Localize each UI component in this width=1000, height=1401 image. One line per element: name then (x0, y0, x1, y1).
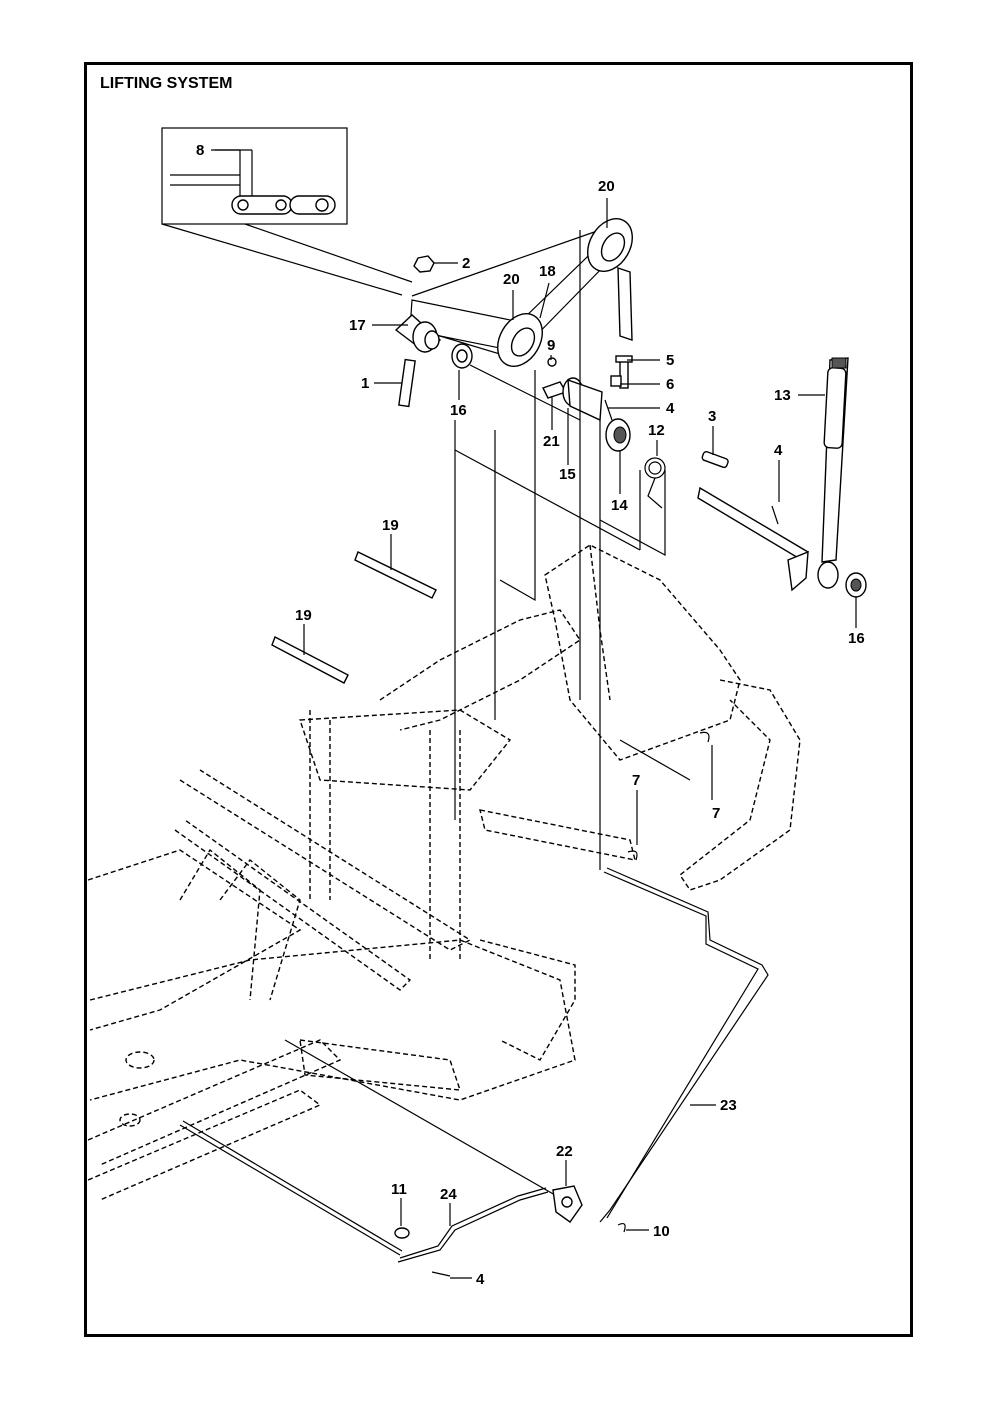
pivot-hub-assembly (542, 355, 666, 509)
callout-14: 14 (611, 497, 628, 514)
tensioner-arm-assembly (394, 255, 581, 421)
callout-6: 6 (666, 376, 674, 393)
callout-7: 7 (712, 805, 720, 822)
callout-15: 15 (559, 466, 576, 483)
callout-12: 12 (648, 422, 665, 439)
callout-21: 21 (543, 433, 560, 450)
callout-4: 4 (774, 442, 783, 459)
inset-detail-chain (161, 127, 413, 296)
callout-labels: 8 2 17 1 16 20 18 20 9 21 15 5 6 4 14 12… (196, 142, 865, 1288)
lift-lever-assembly (697, 357, 867, 598)
callout-9: 9 (547, 337, 555, 354)
callout-2: 2 (462, 255, 470, 272)
drawing-frame (84, 62, 913, 1337)
callout-3: 3 (708, 408, 716, 425)
lower-linkage (179, 731, 769, 1277)
callout-19: 19 (295, 607, 312, 624)
callout-10: 10 (653, 1223, 670, 1240)
reference-lines (454, 230, 691, 870)
callout-4: 4 (666, 400, 675, 417)
callout-4: 4 (476, 1271, 485, 1288)
callout-20: 20 (503, 271, 520, 288)
callout-11: 11 (391, 1181, 407, 1198)
callout-19: 19 (382, 517, 399, 534)
callout-20: 20 (598, 178, 615, 195)
callout-17: 17 (349, 317, 366, 334)
callout-7: 7 (632, 772, 640, 789)
belt-and-pulleys (409, 218, 633, 367)
callout-8: 8 (196, 142, 204, 159)
chassis-frame (87, 544, 801, 1201)
lift-rods (271, 551, 437, 684)
callout-16: 16 (848, 630, 865, 647)
callout-22: 22 (556, 1143, 573, 1160)
callout-leaders (211, 149, 857, 1279)
callout-5: 5 (666, 352, 674, 369)
callout-23: 23 (720, 1097, 737, 1114)
callout-13: 13 (774, 387, 791, 404)
callout-1: 1 (361, 375, 369, 392)
callout-16: 16 (450, 402, 467, 419)
page-title: LIFTING SYSTEM (100, 75, 233, 92)
callout-24: 24 (440, 1186, 457, 1203)
callout-18: 18 (539, 263, 556, 280)
